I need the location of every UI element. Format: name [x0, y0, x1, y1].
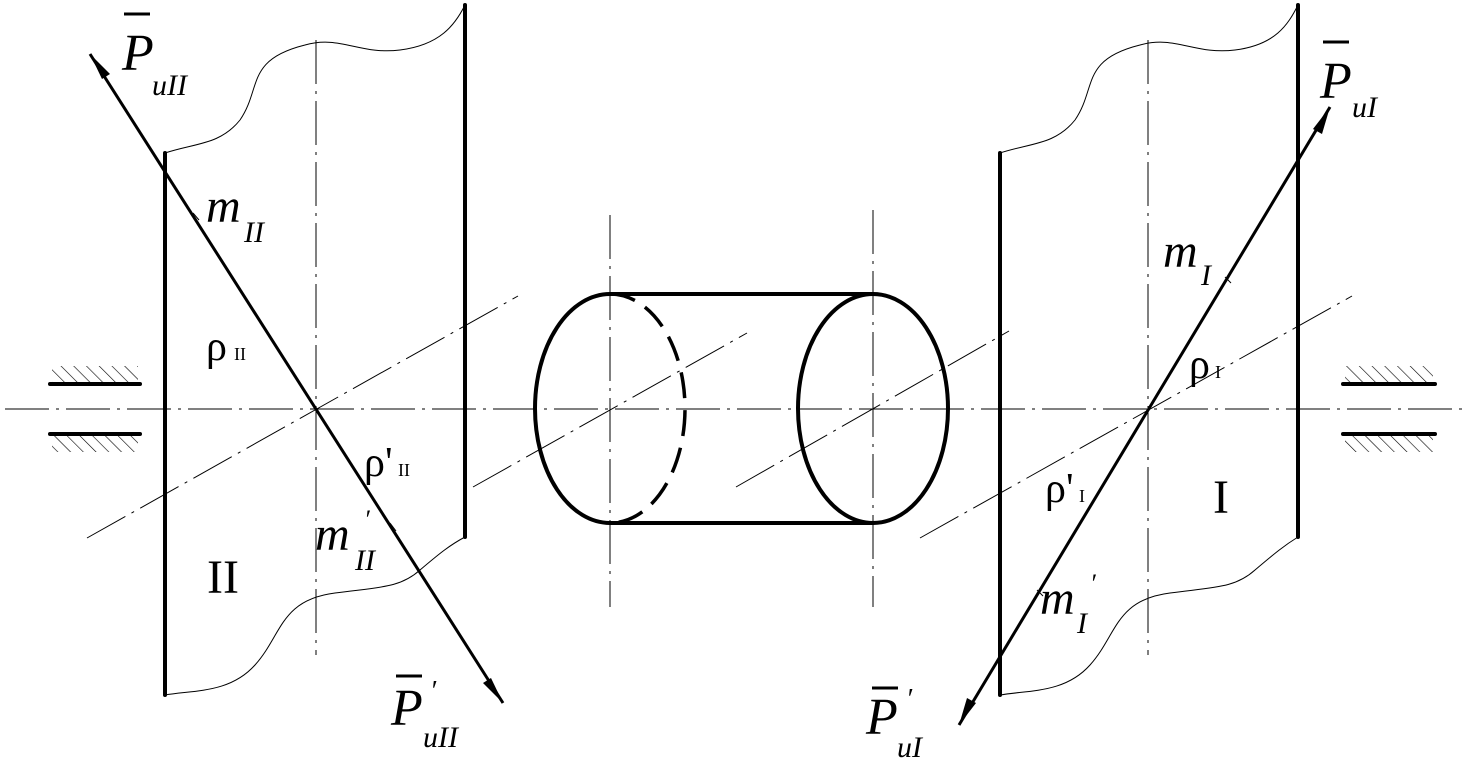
svg-text:m: m — [315, 508, 350, 561]
svg-text:′: ′ — [906, 684, 913, 715]
svg-text:m: m — [206, 180, 241, 233]
svg-text:I: I — [1215, 362, 1221, 382]
label-rho-II: ρ II — [206, 324, 246, 370]
label-m-I: m I — [1163, 225, 1213, 292]
svg-text:ρ': ρ' — [1045, 466, 1074, 512]
force-line-I — [957, 106, 1332, 726]
svg-text:uI: uI — [897, 731, 924, 764]
label-m-I-prime: m ′ I — [1040, 569, 1096, 640]
label-P-uII-prime: P ′ uII — [390, 674, 460, 754]
label-m-II-prime: m ′ II — [315, 505, 377, 577]
disk-plane-I — [919, 3, 1353, 697]
svg-text:uII: uII — [423, 721, 460, 754]
svg-text:′: ′ — [364, 505, 370, 534]
disk-label-II: II — [207, 551, 239, 604]
svg-text:I: I — [1076, 607, 1089, 640]
svg-text:P: P — [390, 680, 423, 737]
svg-text:ρ: ρ — [206, 324, 227, 370]
label-m-II: m II — [206, 180, 266, 249]
svg-text:P: P — [865, 689, 898, 746]
svg-text:m: m — [1163, 225, 1198, 278]
force-line-II — [88, 53, 505, 704]
svg-text:m: m — [1040, 572, 1075, 625]
label-P-uII: P uII — [121, 12, 189, 102]
svg-text:P: P — [1319, 53, 1352, 110]
svg-text:II: II — [354, 544, 377, 577]
label-rho-I: ρ I — [1189, 342, 1221, 388]
svg-text:′: ′ — [1090, 569, 1096, 598]
svg-text:II: II — [398, 460, 410, 480]
label-rho-II-prime: ρ' II — [364, 440, 410, 486]
rotor-cylinder — [472, 210, 1010, 607]
svg-text:II: II — [234, 344, 246, 364]
svg-text:II: II — [243, 216, 266, 249]
label-rho-I-prime: ρ' I — [1045, 466, 1085, 512]
svg-text:P: P — [121, 25, 154, 82]
svg-text:I: I — [1200, 259, 1213, 292]
svg-text:uII: uII — [152, 69, 189, 102]
label-P-uI: P uI — [1319, 40, 1379, 124]
disk-plane-II — [86, 3, 519, 697]
svg-text:′: ′ — [430, 676, 437, 707]
left-bearing-support — [48, 366, 142, 452]
svg-text:I: I — [1079, 486, 1085, 506]
svg-text:uI: uI — [1352, 91, 1379, 124]
disk-label-I: I — [1213, 471, 1229, 524]
right-bearing-support — [1341, 366, 1437, 452]
svg-text:ρ: ρ — [1189, 342, 1210, 388]
label-P-uI-prime: P ′ uI — [865, 684, 924, 764]
svg-text:ρ': ρ' — [364, 440, 393, 486]
